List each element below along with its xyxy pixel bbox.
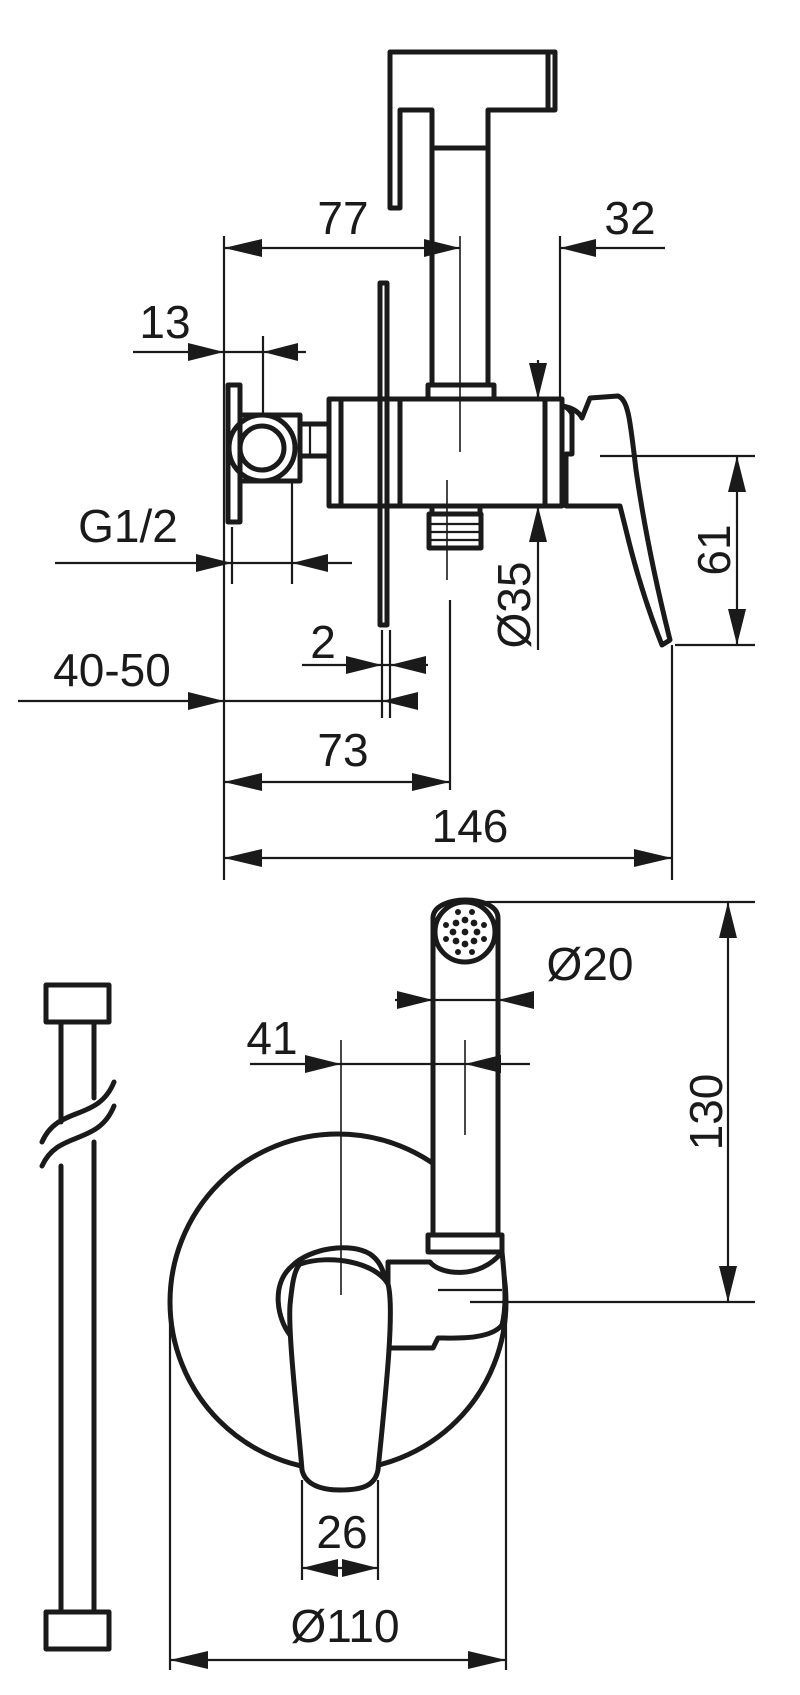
wall-rosette-side bbox=[377, 280, 390, 628]
side-view: 77 32 13 G1/2 2 bbox=[18, 49, 755, 880]
front-view: Ø20 41 130 26 Ø110 bbox=[167, 897, 755, 1670]
dim-2-label: 2 bbox=[310, 616, 336, 668]
dim-110-label: Ø110 bbox=[290, 1600, 399, 1652]
dim-32-label: 32 bbox=[604, 192, 655, 244]
lever-handle-front bbox=[275, 1245, 393, 1493]
dim-61: 61 bbox=[688, 456, 746, 645]
lever-handle-side bbox=[559, 393, 673, 648]
side-axes bbox=[446, 236, 461, 580]
dim-41-label: 41 bbox=[246, 1012, 297, 1064]
inlet-connector-side bbox=[225, 382, 303, 525]
dim-35: Ø35 bbox=[488, 360, 547, 650]
dim-13: 13 bbox=[133, 296, 306, 361]
dim-130: 130 bbox=[680, 902, 737, 1302]
dim-26: 26 bbox=[302, 1506, 378, 1577]
dim-g12: G1/2 bbox=[55, 500, 352, 572]
dim-20: Ø20 bbox=[395, 938, 633, 1009]
dim-40-50: 40-50 bbox=[18, 644, 418, 710]
dim-32: 32 bbox=[560, 192, 665, 257]
shower-holder-front bbox=[385, 1249, 508, 1351]
front-axes bbox=[340, 1040, 466, 1295]
dim-41: 41 bbox=[246, 1012, 530, 1073]
hose-view bbox=[39, 982, 117, 1652]
valve-body-side bbox=[297, 396, 565, 551]
dim-73-label: 73 bbox=[317, 724, 368, 776]
dim-110: Ø110 bbox=[170, 1600, 506, 1669]
dim-2: 2 bbox=[302, 616, 428, 674]
dim-130-label: 130 bbox=[680, 1074, 732, 1151]
dim-146: 146 bbox=[224, 800, 672, 867]
dim-g12-label: G1/2 bbox=[78, 500, 178, 552]
dim-61-label: 61 bbox=[688, 524, 740, 575]
dim-20-label: Ø20 bbox=[547, 938, 634, 990]
dim-73: 73 bbox=[224, 724, 450, 791]
side-extension-lines bbox=[222, 236, 755, 880]
dim-35-label: Ø35 bbox=[488, 562, 540, 649]
dim-26-label: 26 bbox=[316, 1506, 367, 1558]
dim-77-label: 77 bbox=[317, 192, 368, 244]
nozzle-holes-icon bbox=[443, 909, 487, 955]
dim-146-label: 146 bbox=[432, 800, 509, 852]
hand-shower-side bbox=[387, 49, 558, 402]
dim-13-label: 13 bbox=[139, 296, 190, 348]
dim-77: 77 bbox=[224, 192, 460, 257]
front-extension-lines bbox=[168, 900, 755, 1670]
dim-40-50-label: 40-50 bbox=[53, 644, 171, 696]
